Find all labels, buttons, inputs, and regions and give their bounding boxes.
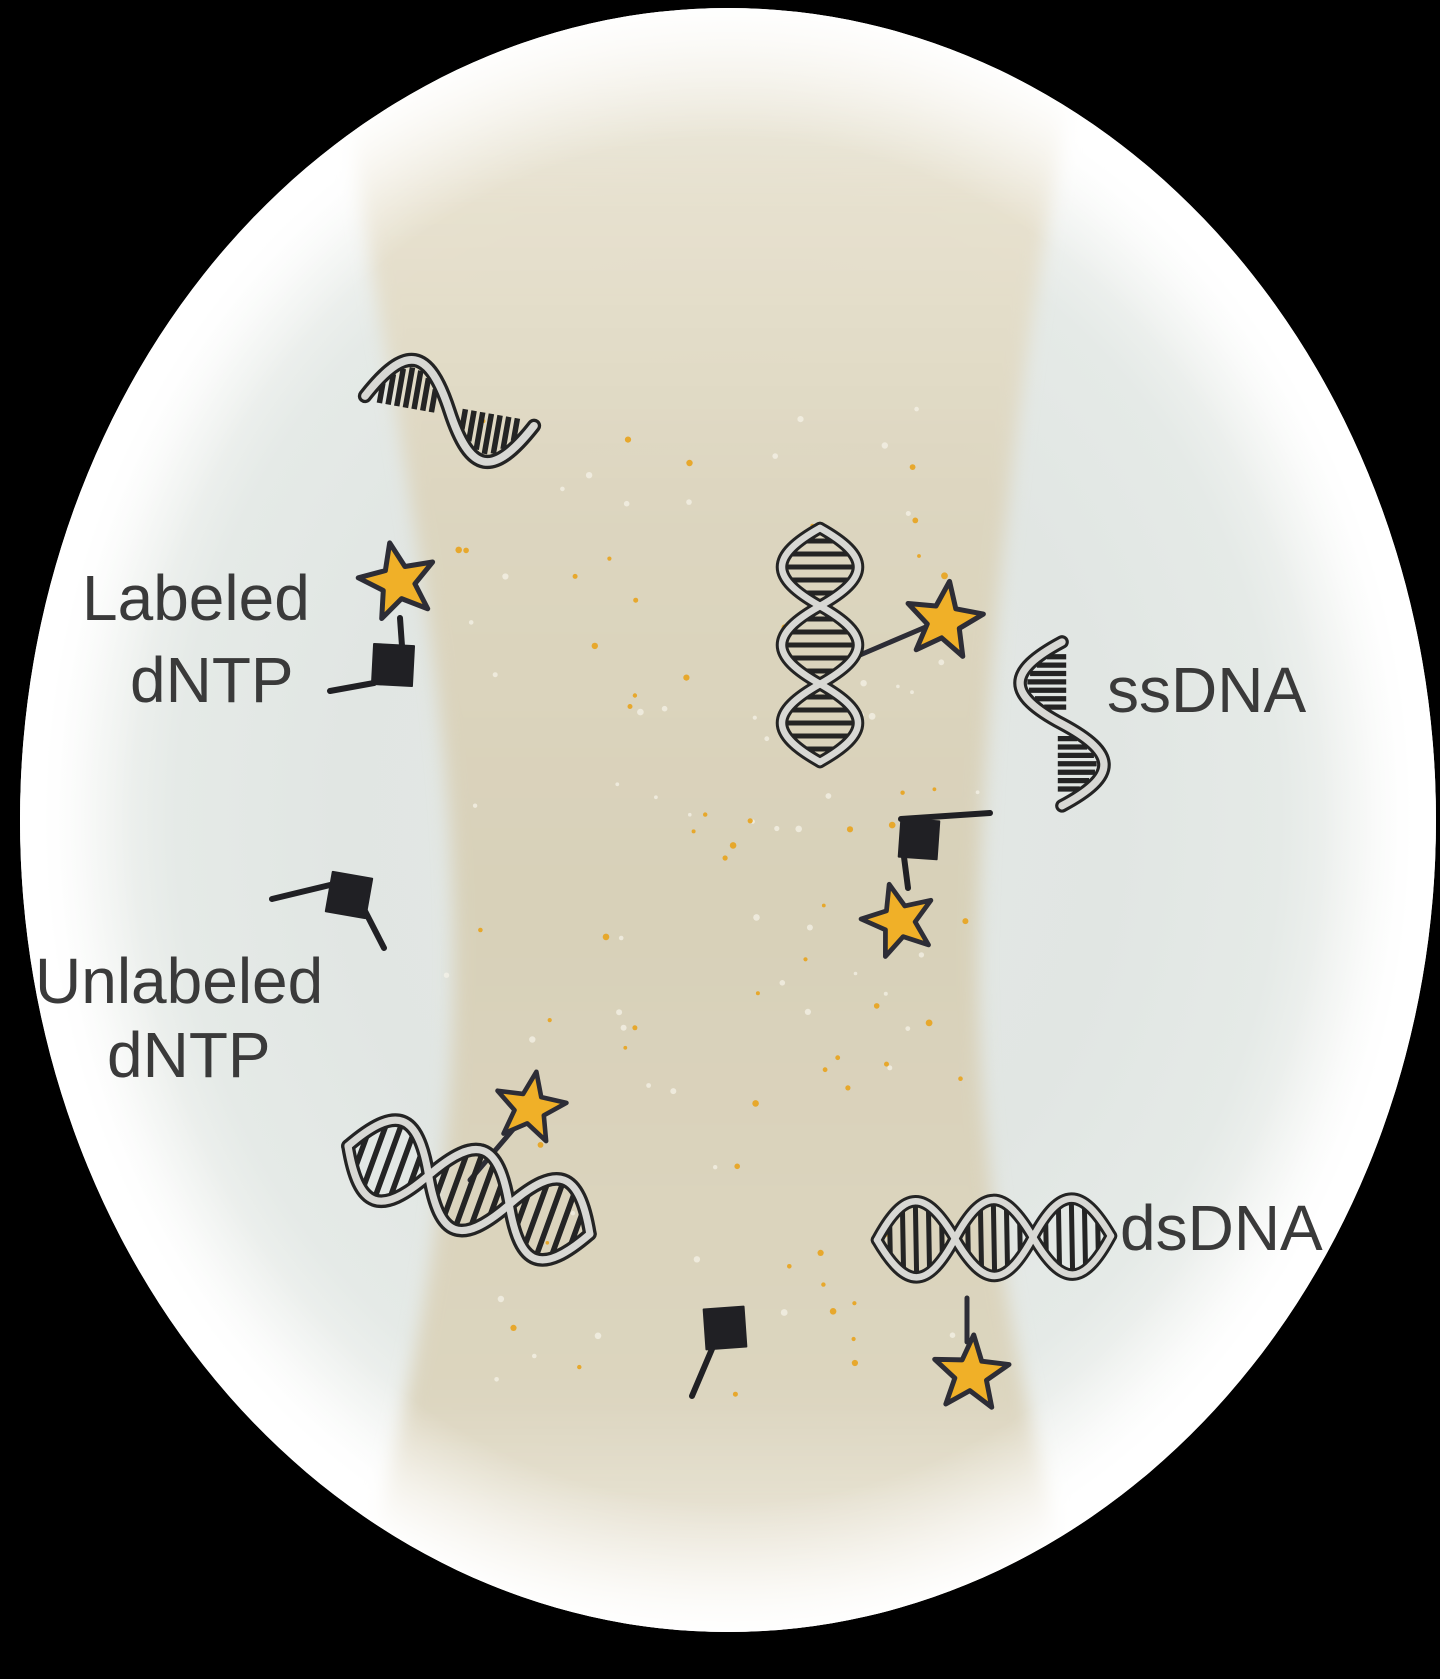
dntp-flag-icon xyxy=(324,870,374,920)
dsdna-label: dsDNA xyxy=(1120,1192,1323,1264)
ssdna-label: ssDNA xyxy=(1107,654,1306,726)
flag-pole xyxy=(689,1346,715,1399)
flag-tail xyxy=(898,810,993,822)
dntp-flag-icon xyxy=(702,1305,748,1351)
flag-pole xyxy=(901,854,911,891)
labeled-dntp-legend: Labeled dNTP xyxy=(82,535,442,716)
ssdna-group: ssDNA xyxy=(1020,642,1306,806)
star-link-line xyxy=(857,623,931,658)
labeled-dntp-label-line2: dNTP xyxy=(130,644,294,716)
flag-pole xyxy=(362,908,387,951)
bottom-left-dsdna-group xyxy=(334,1066,604,1274)
center-dsdna-group xyxy=(782,528,987,762)
mid-labeled-dntp-group xyxy=(854,810,993,960)
flag-tail xyxy=(327,680,377,694)
bottom-right-dsdna-group: dsDNA xyxy=(876,1192,1323,1408)
dntp-flag-icon xyxy=(370,642,416,688)
unlabeled-dntp-legend: Unlabeled dNTP xyxy=(35,870,387,1091)
unlabeled-dntp-label-line1: Unlabeled xyxy=(35,945,323,1017)
unlabeled-dntp-label-line2: dNTP xyxy=(107,1019,271,1091)
dntp-flag-icon xyxy=(897,817,941,861)
flag-tail xyxy=(269,882,333,902)
flag-pole xyxy=(397,615,405,649)
labeled-dntp-label-line1: Labeled xyxy=(82,562,310,634)
bottom-flag-group xyxy=(689,1305,748,1399)
cell-rim xyxy=(20,8,1436,1632)
